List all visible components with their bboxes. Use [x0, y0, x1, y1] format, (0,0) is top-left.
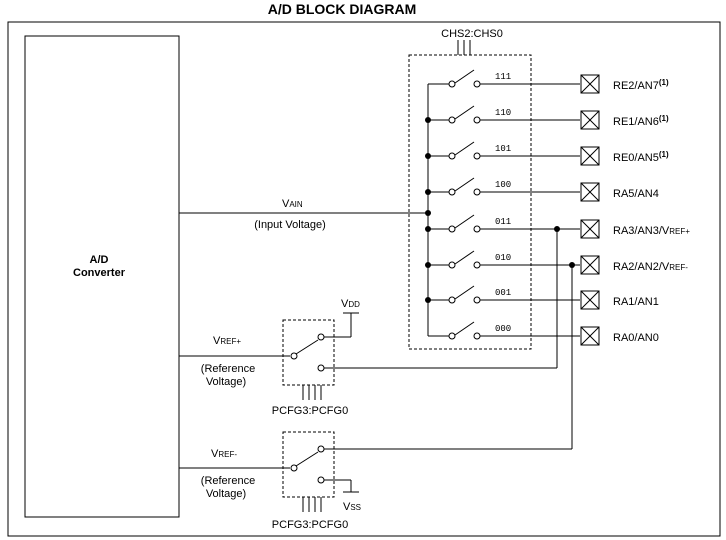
vss-label: VSS	[343, 501, 361, 513]
pin-box	[580, 326, 600, 346]
converter-label-line1: A/D	[90, 254, 109, 266]
channel-code: 101	[495, 144, 511, 154]
vain-note: (Input Voltage)	[254, 219, 326, 231]
channel-row: 110 RE1/AN6(1)	[425, 105, 669, 130]
pin-box	[580, 219, 600, 239]
pin-box	[580, 110, 600, 130]
pin-label: RE1/AN6(1)	[613, 114, 669, 128]
pin-label: RA2/AN2/VREF-	[613, 261, 688, 273]
pin-box	[580, 74, 600, 94]
vref-minus-note2: Voltage)	[206, 488, 246, 500]
channel-code: 011	[495, 217, 511, 227]
vref-plus-note1: (Reference	[201, 363, 255, 375]
vain-label: VAIN	[282, 198, 303, 210]
channel-row: 000 RA0/AN0	[428, 321, 659, 346]
channel-row: 101 RE0/AN5(1)	[425, 141, 669, 166]
vref-minus-config: PCFG3:PCFG0	[272, 519, 348, 531]
pin-label: RA0/AN0	[613, 332, 659, 344]
vref-minus-section: VREF- (Reference Voltage) VSS PCFG3:PCFG…	[179, 265, 573, 531]
pin-label: RE2/AN7(1)	[613, 78, 669, 92]
channel-code: 110	[495, 108, 511, 118]
vref-minus-note1: (Reference	[201, 475, 255, 487]
vref-plus-config: PCFG3:PCFG0	[272, 405, 348, 417]
channel-select-label: CHS2:CHS0	[441, 28, 503, 40]
vref-minus-label: VREF-	[211, 448, 237, 460]
pin-box	[580, 255, 600, 275]
channel-code: 111	[495, 72, 511, 82]
channel-code: 000	[495, 324, 511, 334]
pin-label: RA3/AN3/VREF+	[613, 225, 690, 237]
channel-row: 011 RA3/AN3/VREF+	[425, 210, 690, 239]
channel-row: 100 RA5/AN4	[425, 177, 659, 202]
pin-label: RA5/AN4	[613, 188, 659, 200]
pin-box	[580, 146, 600, 166]
ad-converter-block	[24, 35, 180, 518]
channel-row: 111 RE2/AN7(1)	[428, 69, 669, 94]
channel-row: 001 RA1/AN1	[425, 285, 659, 310]
vdd-label: VDD	[341, 298, 360, 310]
outer-frame	[7, 21, 721, 537]
converter-label-line2: Converter	[73, 267, 126, 279]
vref-plus-section: VREF+ (Reference Voltage) VDD PCFG3:PCFG…	[179, 229, 558, 417]
vref-plus-switch-box	[282, 319, 335, 386]
channel-row: 010 RA2/AN2/VREF-	[425, 250, 688, 275]
pin-label: RA1/AN1	[613, 296, 659, 308]
channel-code: 001	[495, 288, 511, 298]
vref-plus-note2: Voltage)	[206, 376, 246, 388]
vref-plus-label: VREF+	[213, 335, 241, 347]
channel-mux-box	[408, 54, 532, 350]
vref-minus-switch-box	[282, 431, 335, 498]
channel-rows: 111 RE2/AN7(1) 110 RE1/AN6(1) 101 RE0/AN…	[425, 69, 690, 346]
pin-box	[580, 182, 600, 202]
pin-label: RE0/AN5(1)	[613, 150, 669, 164]
channel-code: 100	[495, 180, 511, 190]
pin-box	[580, 290, 600, 310]
channel-code: 010	[495, 253, 511, 263]
diagram-title: A/D BLOCK DIAGRAM	[268, 1, 417, 17]
